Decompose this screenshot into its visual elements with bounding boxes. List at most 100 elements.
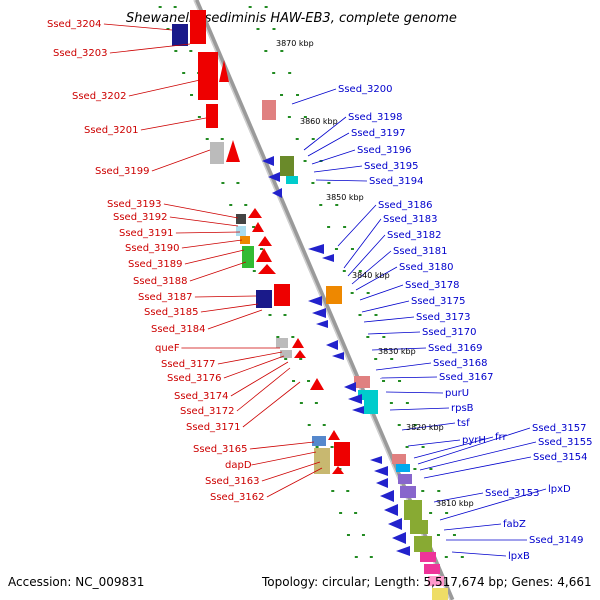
tick-dot bbox=[437, 490, 441, 492]
tick-dot bbox=[322, 424, 326, 426]
tick-dot bbox=[295, 138, 299, 140]
tick-dot bbox=[311, 182, 315, 184]
tick-dot bbox=[256, 28, 260, 30]
tick-dot bbox=[413, 468, 417, 470]
leader-line bbox=[343, 218, 382, 269]
tick-dot bbox=[405, 402, 409, 404]
tick-dot bbox=[311, 138, 315, 140]
gene-label-left: Ssed_3162 bbox=[210, 492, 265, 503]
gene-label-right: Ssed_3186 bbox=[378, 200, 433, 211]
gene-label-left: Ssed_3191 bbox=[119, 228, 174, 239]
gene-block bbox=[240, 236, 250, 244]
gene-label-right: Ssed_3182 bbox=[387, 230, 442, 241]
tick-dot bbox=[264, 6, 268, 8]
gene-label-right: Ssed_3170 bbox=[422, 327, 477, 338]
leader-line bbox=[242, 381, 301, 428]
gene-label-right: Ssed_3167 bbox=[439, 372, 494, 383]
tick-dot bbox=[314, 402, 318, 404]
gene-label-left: Ssed_3172 bbox=[180, 406, 235, 417]
tick-dot bbox=[182, 72, 186, 74]
leader-line bbox=[401, 422, 456, 431]
leader-line bbox=[194, 295, 257, 298]
leader-line bbox=[451, 551, 507, 557]
gene-arrow bbox=[352, 406, 364, 414]
gene-arrow bbox=[292, 338, 304, 348]
tick-dot bbox=[158, 6, 162, 8]
gene-arrow bbox=[252, 222, 264, 232]
gene-label-right: Ssed_3155 bbox=[538, 437, 593, 448]
tick-dot bbox=[319, 204, 323, 206]
tick-dot bbox=[280, 94, 284, 96]
gene-arrow bbox=[268, 172, 280, 182]
gene-label-left: Ssed_3176 bbox=[167, 373, 222, 384]
tick-dot bbox=[374, 358, 378, 360]
leader-line bbox=[423, 456, 532, 479]
gene-label-right: fabZ bbox=[503, 519, 526, 530]
gene-label-right: tsf bbox=[457, 418, 470, 429]
tick-dot bbox=[272, 72, 276, 74]
gene-block bbox=[262, 100, 276, 120]
gene-label-right: Ssed_3195 bbox=[364, 161, 419, 172]
tick-dot bbox=[296, 94, 300, 96]
gene-block bbox=[358, 390, 378, 400]
tick-dot bbox=[287, 116, 291, 118]
kbp-marker: 3840 kbp bbox=[352, 271, 390, 280]
leader-line bbox=[359, 284, 404, 301]
gene-label-right: purU bbox=[445, 388, 469, 399]
tick-dot bbox=[276, 336, 280, 338]
tick-dot bbox=[307, 380, 311, 382]
tick-dot bbox=[460, 556, 464, 558]
tick-dot bbox=[361, 534, 365, 536]
tick-dot bbox=[220, 138, 224, 140]
leader-line bbox=[109, 43, 191, 54]
leader-line bbox=[189, 261, 247, 282]
tick-dot bbox=[413, 424, 417, 426]
gene-arrow bbox=[248, 208, 262, 218]
tick-dot bbox=[288, 72, 292, 74]
gene-arrow bbox=[272, 188, 282, 198]
gene-label-right: Ssed_3197 bbox=[351, 128, 406, 139]
tick-dot bbox=[429, 468, 433, 470]
leader-line bbox=[169, 216, 239, 227]
gene-label-left: dapD bbox=[225, 460, 252, 471]
gene-block bbox=[190, 10, 206, 44]
gene-label-right: Ssed_3169 bbox=[428, 343, 483, 354]
gene-block bbox=[404, 500, 422, 520]
gene-arrow bbox=[396, 546, 410, 556]
tick-dot bbox=[252, 226, 256, 228]
gene-arrow bbox=[392, 532, 406, 544]
gene-block bbox=[414, 536, 432, 552]
gene-block bbox=[210, 142, 224, 164]
gene-label-left: Ssed_3163 bbox=[205, 476, 260, 487]
tick-dot bbox=[354, 512, 358, 514]
tick-dot bbox=[166, 28, 170, 30]
leader-line bbox=[249, 441, 315, 450]
gene-arrow bbox=[380, 490, 394, 502]
gene-label-right: lpxB bbox=[508, 551, 530, 562]
tick-dot bbox=[244, 204, 248, 206]
gene-block bbox=[242, 246, 254, 268]
tick-dot bbox=[390, 358, 394, 360]
leader-line bbox=[236, 367, 291, 412]
tick-dot bbox=[197, 116, 201, 118]
tick-dot bbox=[284, 358, 288, 360]
tick-dot bbox=[421, 490, 425, 492]
gene-label-left: Ssed_3188 bbox=[133, 276, 188, 287]
leader-line bbox=[217, 351, 283, 365]
gene-arrow bbox=[226, 140, 240, 162]
tick-dot bbox=[405, 446, 409, 448]
gene-label-left: Ssed_3201 bbox=[84, 125, 139, 136]
gene-arrow bbox=[384, 504, 398, 516]
leader-line bbox=[103, 23, 173, 31]
leader-line bbox=[307, 132, 350, 157]
gene-label-left: Ssed_3177 bbox=[161, 359, 216, 370]
gene-block bbox=[364, 400, 378, 414]
gene-label-right: Ssed_3194 bbox=[369, 176, 424, 187]
tick-dot bbox=[236, 182, 240, 184]
tick-dot bbox=[272, 28, 276, 30]
gene-arrow bbox=[322, 254, 334, 262]
leader-line bbox=[313, 165, 363, 173]
gene-block bbox=[398, 474, 412, 484]
leader-line bbox=[184, 249, 245, 265]
gene-block bbox=[256, 290, 272, 308]
